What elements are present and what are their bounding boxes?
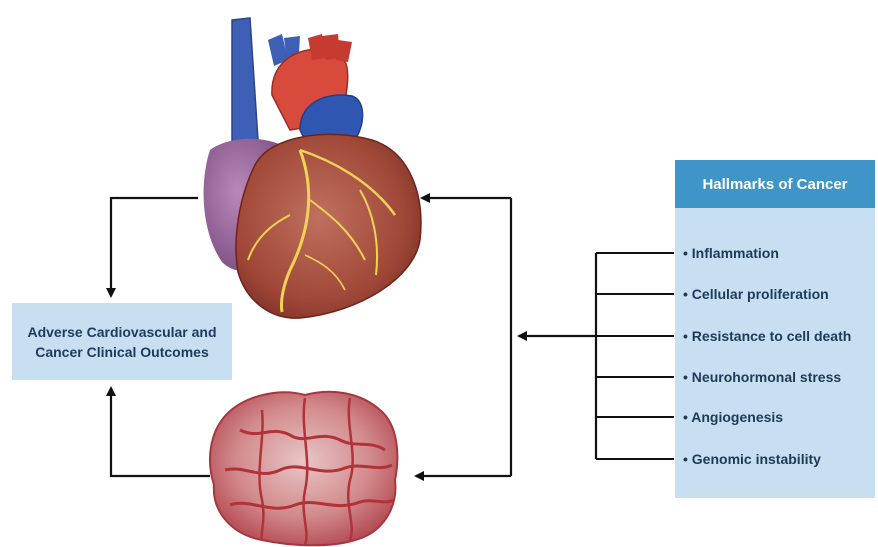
outcome-box: Adverse Cardiovascular and Cancer Clinic… (12, 303, 232, 380)
hallmark-item-genomic-instability: • Genomic instability (683, 450, 875, 468)
hallmark-item-resistance-to-cell-death: • Resistance to cell death (683, 327, 875, 345)
hallmark-item-neurohormonal-stress: • Neurohormonal stress (683, 368, 875, 386)
hallmarks-panel: Hallmarks of Cancer • Inflammation • Cel… (675, 160, 875, 498)
hallmark-item-inflammation: • Inflammation (683, 244, 875, 262)
outcome-text-line1: Adverse Cardiovascular and (27, 322, 216, 342)
tumor-illustration (210, 392, 397, 546)
heart-illustration (204, 18, 421, 318)
hallmark-item-angiogenesis: • Angiogenesis (683, 408, 875, 426)
tumor-to-outcome-arrow (111, 388, 210, 476)
hallmarks-title: Hallmarks of Cancer (675, 160, 875, 208)
hallmark-item-cellular-proliferation: • Cellular proliferation (683, 285, 875, 303)
outcome-text-line2: Cancer Clinical Outcomes (35, 342, 209, 362)
heart-to-outcome-arrow (111, 198, 198, 296)
